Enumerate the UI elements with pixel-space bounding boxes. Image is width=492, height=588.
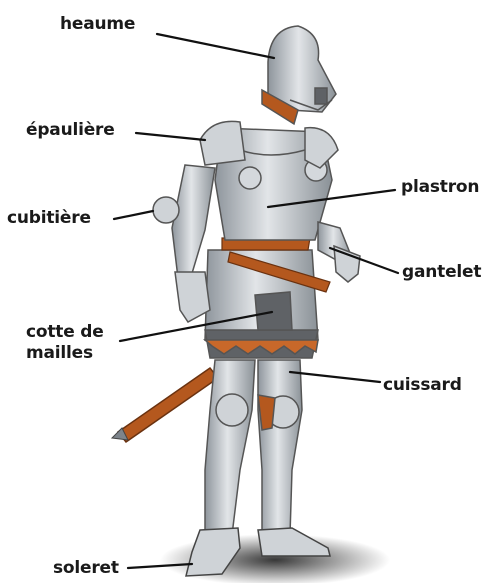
- label-heaume: heaume: [60, 14, 135, 35]
- label-epauliere: épaulière: [26, 120, 115, 141]
- leader-cubitiere: [114, 211, 153, 219]
- sword: [112, 368, 218, 442]
- legs: [205, 360, 302, 535]
- label-cubitiere: cubitière: [7, 208, 91, 229]
- label-cuissard: cuissard: [383, 375, 462, 396]
- leader-heaume: [157, 34, 274, 58]
- leader-epauliere: [136, 133, 205, 140]
- label-cotte-line1: cotte de: [26, 322, 104, 343]
- label-soleret: soleret: [53, 558, 119, 579]
- label-plastron: plastron: [401, 177, 479, 198]
- helmet: [262, 26, 336, 124]
- label-cotte-line2: mailles: [26, 343, 104, 364]
- leader-cuissard: [290, 372, 380, 382]
- label-cotte-de-mailles: cotte de mailles: [26, 322, 104, 364]
- label-gantelet: gantelet: [402, 262, 481, 283]
